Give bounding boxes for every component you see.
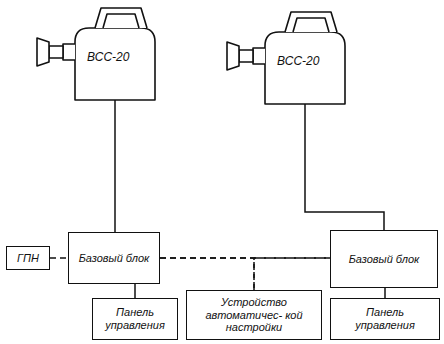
camera-part (227, 42, 239, 70)
camera-part (95, 8, 147, 28)
auto-tuning-box: Устройство автоматичес- кой настройки (186, 290, 322, 340)
camera-body: ВСС-20 (265, 32, 345, 104)
node-label: ГПН (17, 252, 39, 265)
node-label: Устройство автоматичес- кой настройки (191, 296, 317, 334)
dashed-connector (160, 258, 254, 290)
node-label: Базовый блок (349, 253, 420, 266)
connector-path (50, 257, 68, 259)
generator-box: ГПН (6, 246, 50, 270)
camera-part (253, 48, 265, 64)
node-label: Панель управления (335, 306, 435, 331)
camera-part (103, 14, 139, 28)
camera-part (49, 46, 63, 58)
node-label: Базовый блок (79, 252, 150, 265)
base-unit-box: Базовый блок (68, 232, 160, 284)
connector-line (135, 284, 136, 298)
camera-outline (265, 32, 345, 104)
base-unit-box: Базовый блок (330, 230, 438, 288)
connector-path (254, 258, 330, 290)
camera-part (37, 38, 49, 66)
node-label: ВСС-20 (277, 54, 319, 68)
connector-path (134, 284, 136, 298)
connector-path (305, 104, 384, 230)
connector-line (115, 100, 116, 232)
camera-part (63, 44, 75, 60)
camera-part (239, 50, 253, 62)
control-panel-box: Панель управления (330, 298, 440, 340)
camera-outline (75, 28, 155, 100)
node-label: ВСС-20 (87, 50, 129, 64)
camera-part (293, 18, 329, 32)
control-panel-box: Панель управления (92, 298, 178, 340)
node-label: Панель управления (97, 306, 173, 331)
dashed-connector (254, 258, 330, 290)
connector-path (114, 100, 116, 232)
connector-line (385, 288, 386, 298)
camera-part (285, 12, 337, 32)
connector-line (305, 104, 384, 230)
dashed-connector (50, 258, 68, 259)
connector-path (384, 288, 386, 298)
camera-part (75, 28, 155, 100)
camera-part (265, 32, 345, 104)
camera-body: ВСС-20 (75, 28, 155, 100)
connector-path (160, 258, 254, 290)
